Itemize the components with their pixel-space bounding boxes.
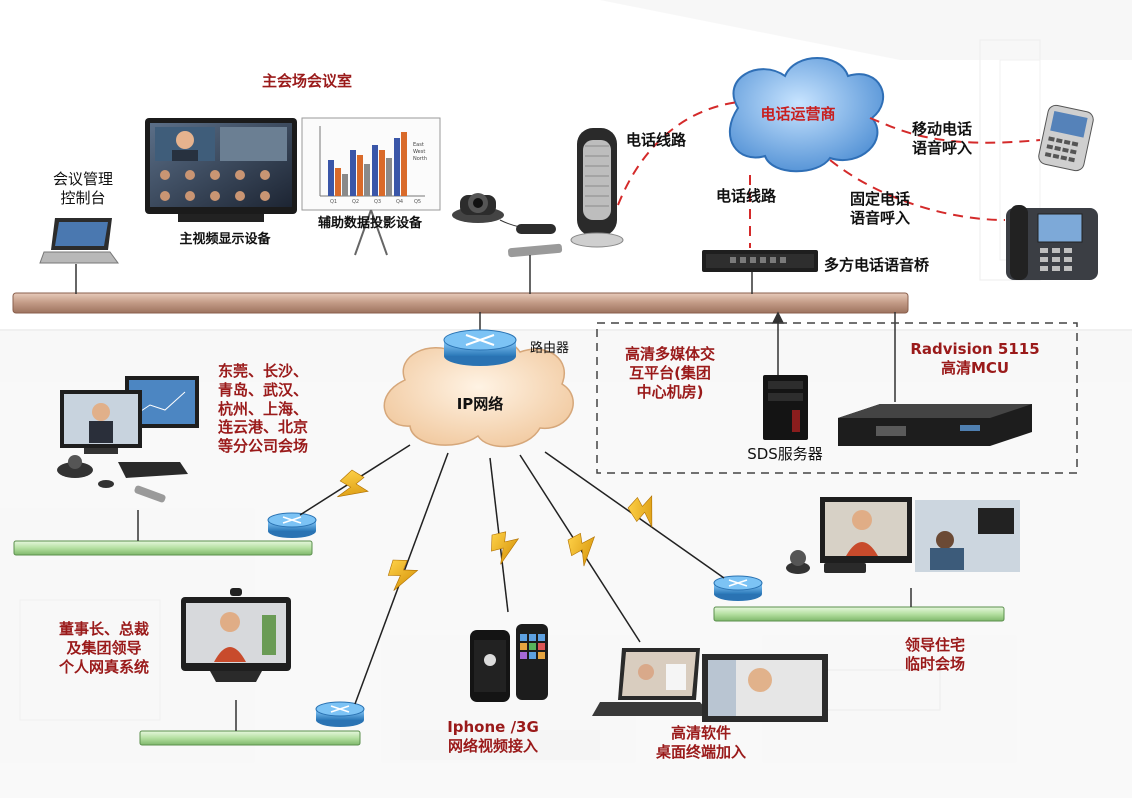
executive-router-icon [315,701,365,727]
voice-bridge-icon [702,250,818,272]
lan-drops [137,510,912,731]
chart-tick-2: Q2 [352,199,359,205]
sds-server-icon [763,375,808,440]
chart-tick-1: Q1 [330,199,337,205]
residence-terminal-icon [786,497,1020,574]
branch-lan-bar [13,540,313,556]
iphone-label: Iphone /3G 网络视频接入 [447,718,539,755]
executive-terminal-icon [181,588,291,682]
chart-legend-3: North [413,156,427,162]
console-laptop-icon [39,218,119,264]
router-label: 路由器 [530,341,570,356]
branch-terminal-icon [57,376,199,503]
carrier-label: 电话运营商 [760,105,836,123]
hd-platform-label: 高清多媒体交 互平台(集团 中心机房) [624,345,715,401]
mcu-label: Radvision 5115 高清MCU [910,340,1040,377]
console-label: 会议管理 控制台 [52,170,113,207]
residence-label: 领导住宅 临时会场 [904,636,965,673]
branch-router-icon [267,512,317,538]
aux-display-label: 辅助数据投影设备 [317,216,422,231]
ip-network-label: IP网络 [456,395,504,413]
phone-line-label-1: 电话线路 [626,131,687,149]
chart-tick-4: Q4 [396,199,403,205]
executives-label: 董事长、总裁 及集团领导 个人网真系统 [58,620,149,676]
main-video-display-icon [145,118,297,222]
voice-bridge-label: 多方电话语音桥 [824,256,930,274]
mcu-device-icon [838,404,1032,446]
residence-router-icon [713,575,763,601]
desktop-label: 高清软件 桌面终端加入 [655,724,746,761]
hd-platform-box [596,322,1078,474]
branches-label: 东莞、长沙、 青岛、武汉、 杭州、上海、 连云港、北京 等分公司会场 [218,362,309,455]
main-display-label: 主视频显示设备 [179,232,271,247]
backbone-cable [12,292,909,314]
phone-lines [617,101,1041,248]
core-router-icon [443,329,517,366]
chart-tick-3: Q3 [374,199,381,205]
mobile-call-label: 移动电话 语音呼入 [912,120,973,157]
voice-terminal-icon [570,128,624,248]
executive-lan-bar [139,730,361,746]
phone-line-label-2: 电话线路 [716,187,777,205]
iphone-icon [470,624,548,702]
chart-tick-5: Q5 [414,199,421,205]
fixed-call-label: 固定电话 语音呼入 [850,190,911,227]
desk-phone-icon [1006,205,1098,280]
desktop-terminal-icon [592,648,828,722]
mobile-phone-icon [1038,104,1094,172]
sds-server-label: SDS服务器 [747,445,823,463]
codec-camera-icon [452,193,563,258]
main-room-label: 主会场会议室 [262,72,353,90]
chart-legend-2: West [413,149,425,155]
projection-screen-icon [301,117,441,256]
residence-lan-bar [713,606,1005,622]
backbone-drops [75,255,896,402]
chart-legend-1: East [413,142,424,148]
